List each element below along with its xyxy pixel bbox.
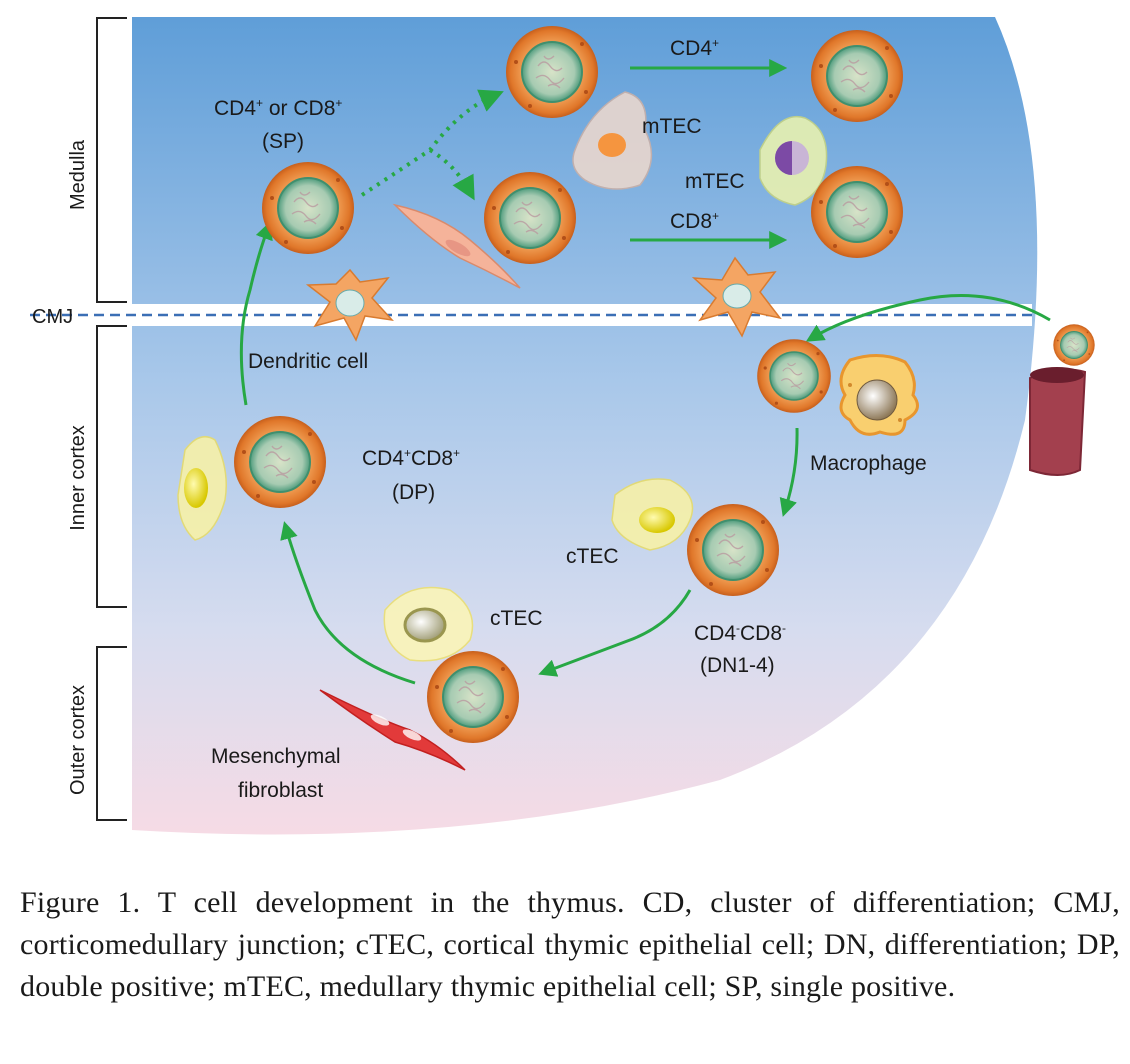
mesenchymal-label-line2: fibroblast — [238, 779, 323, 802]
t-cell-cd8-precursor — [483, 171, 577, 265]
t-cell-sp — [261, 161, 355, 255]
dn-label-line2: (DN1-4) — [700, 654, 775, 677]
sp-label-line1: CD4+ or CD8+ — [214, 96, 342, 120]
mtec-right-cell — [759, 116, 828, 206]
dendritic-cell-right — [691, 256, 782, 338]
mtec-top-label: mTEC — [642, 115, 702, 138]
inner-cortex-bracket — [96, 325, 127, 608]
t-cell-outer — [426, 650, 520, 744]
arrow-dn4-to-outer — [538, 589, 692, 677]
outer-cortex-label: Outer cortex — [67, 685, 89, 795]
dendritic-cell-label: Dendritic cell — [248, 350, 368, 373]
dp-label-line1: CD4+CD8+ — [362, 446, 460, 470]
medulla-label: Medulla — [67, 139, 89, 210]
medulla-bracket — [96, 17, 127, 303]
t-cell-cd4-mature — [810, 29, 904, 123]
t-cell-cd4-precursor — [505, 25, 599, 119]
arrow-dn-down — [779, 427, 799, 517]
arrow-vessel-to-dn — [805, 294, 1051, 342]
sp-label-line2: (SP) — [262, 130, 304, 153]
t-cell-dn-entry — [756, 338, 832, 414]
ctec-inner-left — [177, 435, 227, 541]
fibroblast-medulla — [392, 203, 521, 289]
ctec-outer — [383, 586, 474, 662]
ctec-right-label: cTEC — [566, 545, 619, 568]
mtec-right-label: mTEC — [685, 170, 745, 193]
blood-vessel — [1029, 367, 1087, 476]
ctec-inner-right — [611, 478, 694, 551]
arrow-dn-to-dp-out — [280, 521, 416, 685]
cd4-arrow-label: CD4+ — [670, 36, 719, 60]
t-cell-cd8-mature — [810, 165, 904, 259]
dn-label-line1: CD4-CD8- — [694, 621, 786, 645]
cmj-label: CMJ — [32, 306, 73, 328]
mesenchymal-fibroblast-cell — [319, 689, 466, 771]
mesenchymal-label-line1: Mesenchymal — [211, 745, 341, 768]
cd8-arrow-label: CD8+ — [670, 209, 719, 233]
dp-label-line2: (DP) — [392, 481, 435, 504]
inner-cortex-label: Inner cortex — [67, 425, 89, 531]
macrophage-label: Macrophage — [810, 452, 927, 475]
dendritic-cell-left — [305, 268, 394, 342]
t-cell-dp — [233, 415, 327, 509]
figure-caption: Figure 1. T cell development in the thym… — [20, 886, 1120, 1003]
thymus-diagram: Medulla CMJ Inner cortex Outer cortex — [30, 17, 1096, 835]
arrow-dp-to-sp — [239, 221, 273, 406]
thymus-lobe — [132, 17, 1038, 835]
t-cell-dn — [686, 503, 780, 597]
macrophage-cell — [839, 354, 919, 436]
arrow-sp-to-cd8-dotted — [428, 148, 475, 201]
ctec-bottom-label: cTEC — [490, 607, 543, 630]
t-cell-in-vessel — [1052, 323, 1096, 367]
mtec-top-cell — [572, 91, 653, 190]
outer-cortex-bracket — [96, 646, 127, 821]
